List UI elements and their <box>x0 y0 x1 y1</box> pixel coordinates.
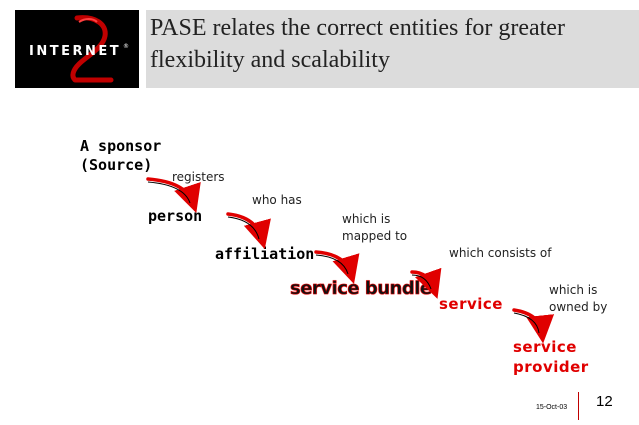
title-bar <box>146 10 639 88</box>
mapped-label-line1: which is <box>342 212 391 226</box>
internet2-logo: INTERNET ® <box>15 10 139 88</box>
footer-divider <box>578 392 579 420</box>
sponsor-label-line2: (Source) <box>80 156 153 174</box>
who-has-label: who has <box>252 193 302 207</box>
arrow-service-to-provider <box>512 308 555 344</box>
logo-registered-mark: ® <box>123 43 129 50</box>
service-bundle-label: service bundle <box>290 278 433 300</box>
logo-text: INTERNET <box>29 44 122 59</box>
service-label: service <box>439 295 503 313</box>
sponsor-label-line1: A sponsor <box>80 137 162 155</box>
page-number: 12 <box>596 393 613 410</box>
arrow-bundle-to-service <box>410 267 442 299</box>
consists-of-label: which consists of <box>449 246 552 260</box>
arrow-person-to-affiliation <box>226 212 271 250</box>
mapped-label-line2: mapped to <box>342 229 408 243</box>
logo-numeral-2-icon <box>70 15 114 83</box>
owned-label-line1: which is <box>549 283 598 297</box>
owned-label-line2: owned by <box>549 300 608 314</box>
arrow-sponsor-to-person <box>146 177 201 213</box>
page-title: PASE relates the correct entities for gr… <box>150 15 565 73</box>
service-provider-label-line2: provider <box>513 358 589 376</box>
registers-label: registers <box>172 170 225 184</box>
affiliation-label: affiliation <box>215 245 315 263</box>
arrow-affiliation-to-bundle <box>314 250 360 285</box>
date-stamp: 15-Oct-03 <box>536 404 568 411</box>
